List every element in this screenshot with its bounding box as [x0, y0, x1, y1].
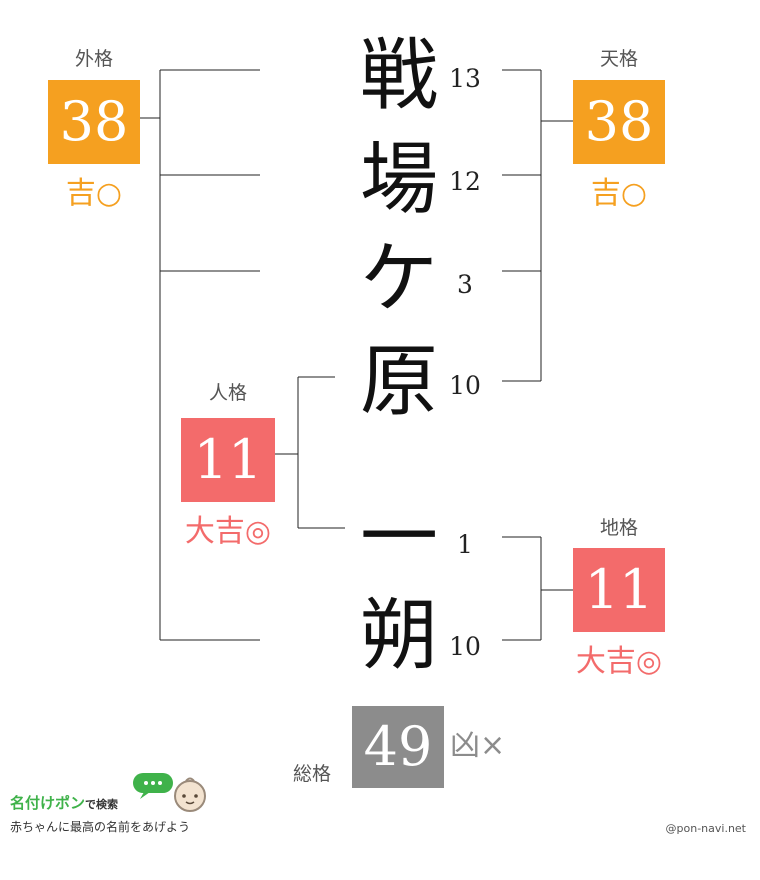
gaikaku-box: 38: [48, 80, 140, 164]
logo-tagline: 赤ちゃんに最高の名前をあげよう: [10, 820, 191, 834]
speech-bubble-icon: [133, 773, 173, 799]
baby-face-icon: [174, 777, 206, 812]
surname-char-4: 原: [359, 337, 438, 427]
tenkaku-label: 天格: [599, 48, 638, 70]
soukaku-box: 49: [352, 706, 444, 788]
jinkaku-label: 人格: [208, 382, 247, 404]
soukaku-fortune: 凶×: [450, 728, 506, 763]
logo-title: 名付けポンで検索: [10, 792, 118, 813]
chikaku-box: 11: [573, 548, 665, 632]
gaikaku-fortune: 吉○: [65, 176, 123, 211]
logo-title-sub: で検索: [85, 798, 119, 811]
jinkaku-fortune: 大吉◎: [184, 514, 272, 549]
stroke-count-given-2: 10: [449, 632, 481, 661]
given-char-1: 一: [359, 493, 438, 583]
given-char-2: 朔: [359, 591, 438, 681]
stroke-count-surname-2: 12: [449, 167, 481, 196]
chikaku-fortune: 大吉◎: [575, 644, 663, 679]
gaikaku-label: 外格: [74, 48, 113, 70]
stroke-count-surname-1: 13: [449, 64, 481, 93]
logo-title-main: 名付けポン: [10, 794, 86, 812]
surname-char-1: 戦: [359, 31, 438, 121]
stroke-count-surname-3: 3: [457, 270, 473, 299]
stroke-count-given-1: 1: [457, 530, 473, 559]
jinkaku-box: 11: [181, 418, 275, 502]
surname-char-3: ケ: [359, 234, 438, 324]
stroke-count-surname-4: 10: [449, 371, 481, 400]
site-credit: @pon-navi.net: [665, 822, 746, 835]
tenkaku-box: 38: [573, 80, 665, 164]
soukaku-label: 総格: [292, 763, 331, 785]
chikaku-label: 地格: [599, 517, 638, 539]
tenkaku-fortune: 吉○: [590, 176, 648, 211]
surname-char-2: 場: [359, 135, 438, 225]
